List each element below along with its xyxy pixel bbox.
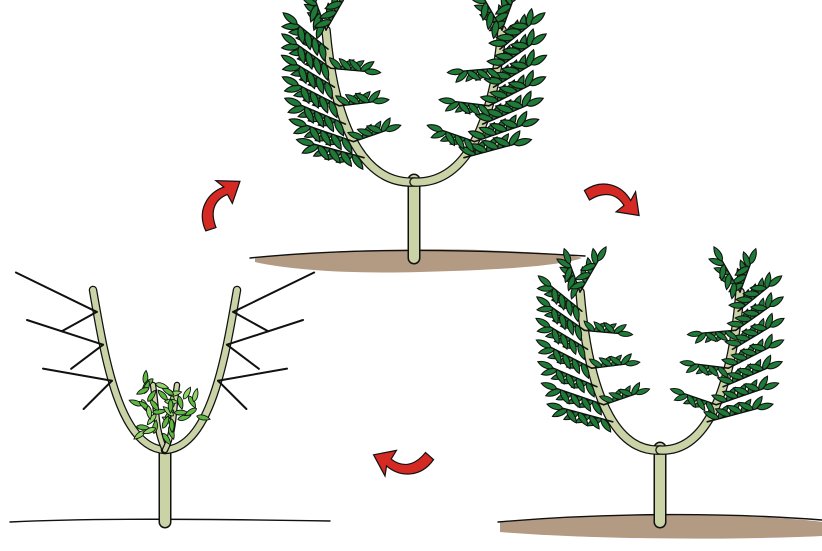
tree-foliage: [534, 245, 785, 433]
leaf: [596, 245, 609, 262]
leaf: [565, 299, 574, 316]
leaf: [364, 68, 380, 75]
leaf: [311, 37, 321, 56]
leaf: [537, 359, 554, 371]
stage-full-canopy: [250, 0, 585, 273]
leaf: [680, 360, 695, 367]
leaf: [191, 388, 199, 402]
leaf: [729, 302, 745, 308]
leaf: [426, 123, 443, 134]
leaf: [618, 331, 633, 337]
leaf: [535, 337, 552, 349]
leaf: [748, 248, 759, 265]
leaf: [288, 117, 307, 129]
leaf: [670, 387, 685, 397]
tree-foliage: [280, 0, 548, 171]
leaf: [537, 306, 554, 313]
leaf: [439, 97, 456, 105]
leaf: [296, 137, 315, 148]
cycle-arrow-1: [582, 166, 650, 231]
leaf: [540, 381, 557, 392]
cycle-arrow-2: [368, 436, 435, 490]
leaf: [304, 31, 314, 50]
leaf: [297, 26, 307, 45]
leaf: [546, 401, 563, 411]
leaf: [534, 316, 551, 329]
cycle-arrow-3: [185, 169, 253, 234]
stage-regrown-canopy: [498, 245, 822, 538]
stage-pollarded: [10, 273, 330, 523]
